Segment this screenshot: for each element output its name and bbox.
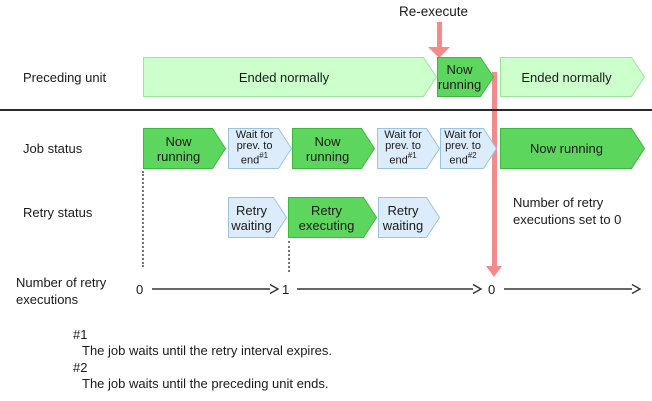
arrow-shape-icon <box>228 128 292 169</box>
arrow-shape-icon <box>143 128 226 169</box>
arrow-label: Ended normally <box>238 69 330 85</box>
arrow-shape-icon <box>228 197 287 238</box>
arrow-label: Ended normally <box>521 69 612 85</box>
preceding-ended-normally-1: Ended normally <box>143 57 437 97</box>
footnote-1-text: The job waits until the retry interval e… <box>82 343 332 358</box>
row-label-retry-count: Number of retry executions <box>16 275 107 307</box>
row-label-preceding-unit: Preceding unit <box>23 70 107 85</box>
retry-count-0-reset: 0 <box>488 282 496 297</box>
dotted-guide-line-2 <box>288 241 290 272</box>
arrow-shape-icon <box>378 197 440 238</box>
arrow-label: Retry waiting <box>231 202 272 233</box>
arrow-shape-icon <box>292 128 375 169</box>
arrow-shape-icon <box>377 128 440 169</box>
arrow-label: Retry executing <box>298 202 355 233</box>
retry-reset-arrow-icon <box>492 72 497 267</box>
dotted-guide-line-1 <box>142 171 144 267</box>
footnote-1-marker: #1 <box>73 327 88 342</box>
re-execute-arrow-icon <box>437 22 442 48</box>
re-execute-arrowhead-icon <box>428 47 450 58</box>
preceding-ended-normally-2: Ended normally <box>500 57 645 97</box>
arrow-label: Now running <box>530 141 603 156</box>
footnote-2-marker: #2 <box>73 360 88 375</box>
retry-count-0-start: 0 <box>136 282 144 297</box>
retry-count-1: 1 <box>282 282 290 297</box>
retry-waiting-2: Retry waiting <box>378 197 440 238</box>
retry-waiting-1: Retry waiting <box>228 197 287 238</box>
separator-line <box>0 109 652 111</box>
arrow-shape-icon <box>500 57 645 97</box>
retry-executing: Retry executing <box>288 197 377 238</box>
preceding-now-running: Now running <box>437 57 494 97</box>
retry-reset-arrowhead-icon <box>486 266 502 277</box>
arrow-shape-icon <box>437 57 494 97</box>
row-label-retry-status: Retry status <box>23 205 93 220</box>
arrow-shape-icon <box>500 128 645 169</box>
retry-count-timeline-icon <box>152 283 642 295</box>
row-label-job-status: Job status <box>23 141 83 156</box>
job-now-running-2: Now running <box>292 128 375 169</box>
re-execute-label: Re-execute <box>399 4 469 19</box>
job-now-running-3: Now running <box>500 128 645 169</box>
arrow-shape-icon <box>288 197 377 238</box>
arrow-label: Now running <box>437 62 482 92</box>
arrow-label: Retry waiting <box>382 202 424 233</box>
arrow-label: Now running <box>156 133 201 164</box>
reset-note: Number of retry executions set to 0 <box>513 195 622 227</box>
arrow-shape-icon <box>440 128 497 169</box>
arrow-shape-icon <box>143 57 437 97</box>
job-now-running-1: Now running <box>143 128 226 169</box>
arrow-label: Now running <box>305 133 350 164</box>
footnote-2-text: The job waits until the preceding unit e… <box>82 376 329 391</box>
